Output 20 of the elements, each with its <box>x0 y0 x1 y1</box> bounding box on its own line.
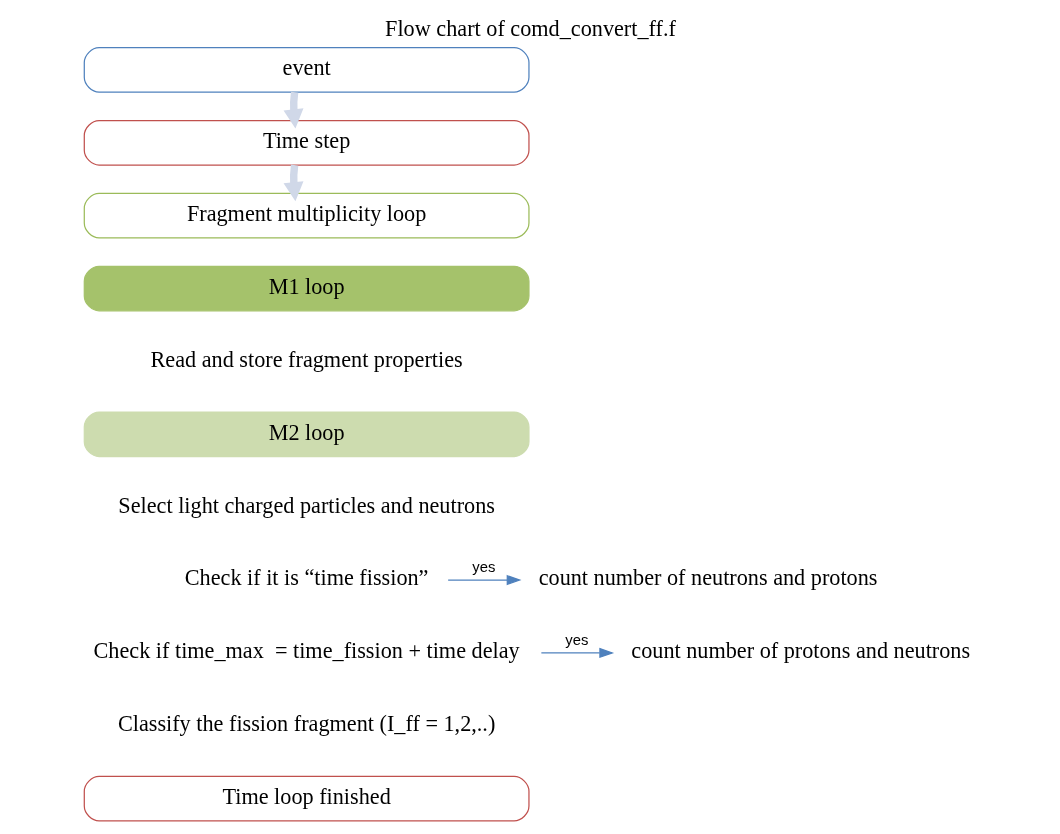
arrow <box>283 91 303 129</box>
edge-label: yes <box>471 559 495 576</box>
edge-label: yes <box>564 632 588 649</box>
node-text: Select light charged particles and neutrons <box>117 492 495 518</box>
diagram-title: Flow chart of comd_convert_ff.f <box>384 15 676 41</box>
arrow <box>540 647 614 659</box>
node-box: M2 loop <box>83 411 530 458</box>
node-box: event <box>83 47 530 93</box>
node-text: count number of neutrons and protons <box>538 565 877 591</box>
node-text: Check if it is “time fission” <box>184 565 428 591</box>
arrow <box>283 164 303 202</box>
node-text: Classify the fission fragment (I_ff = 1,2,..) <box>117 711 495 737</box>
arrow <box>447 574 521 586</box>
node-box: Fragment multiplicity loop <box>83 192 530 239</box>
node-box: Time loop finished <box>83 775 530 822</box>
node-text: count number of protons and neutrons <box>630 638 970 664</box>
node-text: Check if time_max = time_fission + time delay <box>93 638 520 664</box>
node-box: M1 loop <box>83 265 530 312</box>
node-text: Read and store fragment properties <box>150 346 463 372</box>
node-box: Time step <box>83 119 530 166</box>
